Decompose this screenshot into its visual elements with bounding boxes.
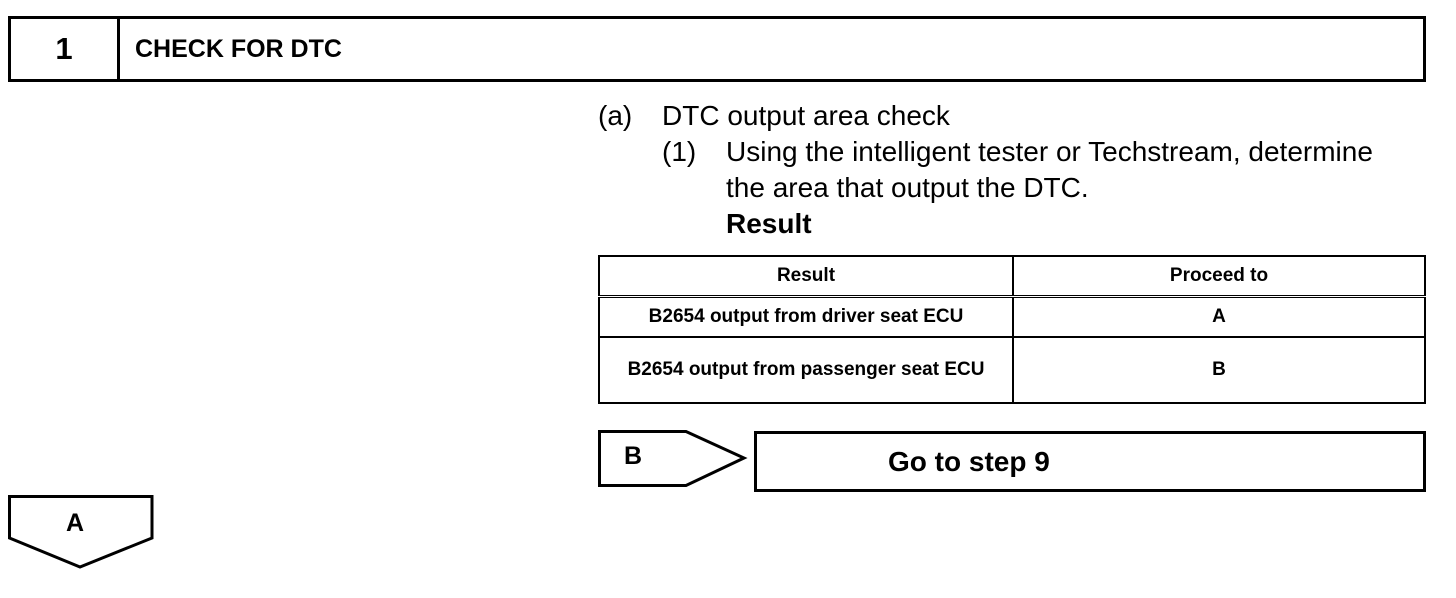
instruction-1-text-line2: the area that output the DTC.	[726, 172, 1089, 203]
branch-arrow-icon	[598, 430, 748, 487]
table-row: B2654 output from driver seat ECU A	[598, 295, 1426, 338]
instruction-1-text-line1: Using the intelligent tester or Techstre…	[726, 136, 1373, 167]
header-result: Result	[598, 255, 1014, 298]
table-row: B2654 output from passenger seat ECU B	[598, 336, 1426, 404]
continue-down-arrow-icon	[8, 495, 154, 569]
row-proceed-cell: B	[1012, 336, 1426, 404]
step-title: CHECK FOR DTC	[135, 34, 342, 63]
row-result-cell: B2654 output from passenger seat ECU	[598, 336, 1014, 404]
table-header-row: Result Proceed to	[598, 255, 1426, 298]
continue-label: A	[66, 509, 85, 537]
result-heading: Result	[726, 208, 812, 239]
step-number: 1	[11, 19, 120, 79]
goto-step-box[interactable]: Go to step 9	[754, 431, 1426, 492]
result-table: Result Proceed to B2654 output from driv…	[598, 255, 1426, 404]
branch-label: B	[624, 442, 643, 470]
instruction-a-marker: (a)	[598, 100, 633, 131]
step-header: 1 CHECK FOR DTC	[8, 16, 1426, 82]
instruction-1-marker: (1)	[662, 136, 697, 167]
row-proceed-cell: A	[1012, 295, 1426, 338]
goto-step-text: Go to step 9	[888, 445, 1050, 477]
instruction-a-text: DTC output area check	[662, 100, 950, 131]
row-result-cell: B2654 output from driver seat ECU	[598, 295, 1014, 338]
header-proceed-to: Proceed to	[1012, 255, 1426, 298]
